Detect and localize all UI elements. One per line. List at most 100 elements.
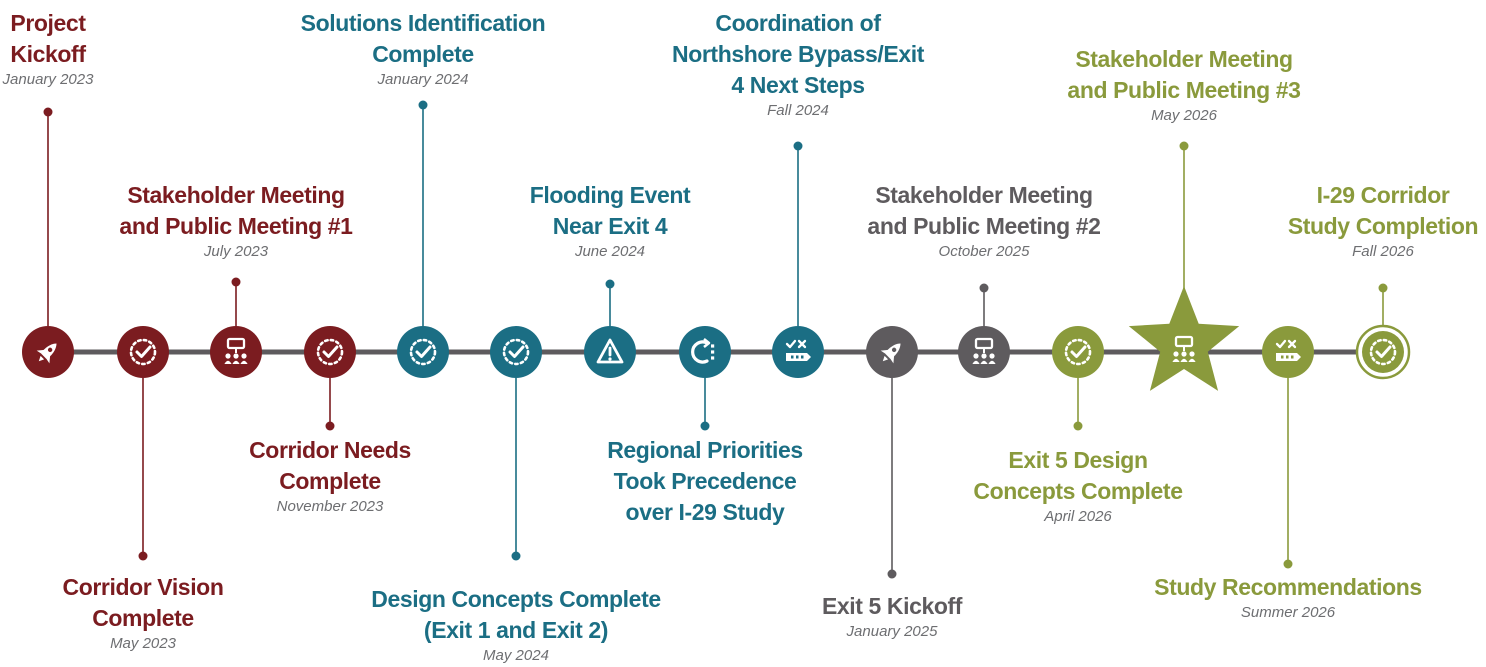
milestone-title-line: Took Precedence bbox=[613, 468, 797, 494]
milestone-date: May 2026 bbox=[1151, 107, 1217, 124]
milestone-node-study-recommendations bbox=[1262, 326, 1314, 378]
tasks-icon bbox=[1275, 339, 1301, 361]
rocket-icon bbox=[36, 343, 57, 364]
redirect-icon bbox=[691, 338, 715, 364]
milestone-title-line: Kickoff bbox=[10, 41, 86, 67]
milestone-date: May 2024 bbox=[483, 647, 549, 664]
check-circle-icon bbox=[409, 338, 437, 366]
check-circle-icon bbox=[316, 338, 344, 366]
milestone-node-project-kickoff bbox=[22, 326, 74, 378]
milestone-date: Fall 2024 bbox=[767, 102, 829, 119]
connector-dot bbox=[979, 283, 989, 293]
connector-dot bbox=[231, 277, 241, 287]
node-circle bbox=[117, 326, 169, 378]
milestone-title-line: over I-29 Study bbox=[625, 499, 785, 525]
milestone-date: May 2023 bbox=[110, 635, 176, 652]
milestone-title-line: Complete bbox=[279, 468, 381, 494]
milestone-node-design-concepts bbox=[490, 326, 542, 378]
milestone-title-line: Concepts Complete bbox=[973, 478, 1183, 504]
tasks-icon bbox=[785, 339, 811, 361]
warning-icon bbox=[596, 338, 624, 364]
milestone-title-line: and Public Meeting #1 bbox=[119, 213, 353, 239]
node-circle bbox=[1052, 326, 1104, 378]
connector-dot bbox=[793, 141, 803, 151]
connector-dot bbox=[418, 100, 428, 110]
milestone-title-line: Complete bbox=[92, 605, 194, 631]
milestone-title-line: Study Recommendations bbox=[1154, 574, 1422, 600]
milestone-label-public-meeting-2: Stakeholder Meeting and Public Meeting #2… bbox=[867, 180, 1101, 262]
milestone-title-line: Near Exit 4 bbox=[552, 213, 668, 239]
milestone-node-flooding-event bbox=[584, 326, 636, 378]
milestone-title-line: Stakeholder Meeting bbox=[1075, 46, 1293, 72]
meeting-icon bbox=[1172, 335, 1196, 362]
milestone-date: January 2025 bbox=[846, 623, 938, 640]
milestone-title-line: Exit 5 Design bbox=[1008, 447, 1148, 473]
milestone-date: November 2023 bbox=[276, 498, 384, 515]
node-circle bbox=[1262, 326, 1314, 378]
milestone-node-public-meeting-3 bbox=[1128, 286, 1240, 391]
milestone-title: Study Recommendations bbox=[1154, 572, 1422, 603]
connector-dot bbox=[1073, 421, 1083, 431]
milestone-title-line: Solutions Identification bbox=[300, 10, 546, 36]
node-circle bbox=[490, 326, 542, 378]
milestone-node-regional-priorities bbox=[679, 326, 731, 378]
connector-dot bbox=[700, 421, 710, 431]
connector-dot bbox=[325, 421, 335, 431]
connector-dot bbox=[887, 569, 897, 579]
connector-dot bbox=[511, 551, 521, 561]
connector-dot bbox=[43, 107, 53, 117]
milestone-node-corridor-vision bbox=[117, 326, 169, 378]
milestone-title-line: Stakeholder Meeting bbox=[127, 182, 345, 208]
milestone-title-line: Project bbox=[10, 10, 86, 36]
check-circle-icon bbox=[502, 338, 530, 366]
connector-dot bbox=[1179, 141, 1189, 151]
milestone-title-line: Stakeholder Meeting bbox=[875, 182, 1093, 208]
connector-dot bbox=[605, 279, 615, 289]
milestone-date: July 2023 bbox=[203, 243, 269, 260]
milestone-date: January 2023 bbox=[2, 71, 94, 88]
connector-dot bbox=[1283, 559, 1293, 569]
milestone-title-line: and Public Meeting #3 bbox=[1067, 77, 1301, 103]
milestone-node-exit-5-kickoff bbox=[866, 326, 918, 378]
milestone-title-line: Northshore Bypass/Exit bbox=[672, 41, 924, 67]
meeting-icon bbox=[224, 337, 248, 364]
milestone-node-study-completion bbox=[1355, 324, 1411, 380]
milestone-title-line: Design Concepts Complete bbox=[371, 586, 661, 612]
node-circle bbox=[772, 326, 824, 378]
milestone-title: Stakeholder Meeting and Public Meeting #2 bbox=[867, 180, 1101, 242]
node-circle bbox=[397, 326, 449, 378]
milestone-title-line: Coordination of bbox=[715, 10, 881, 36]
milestone-title-line: Exit 5 Kickoff bbox=[821, 593, 963, 619]
milestone-title-line: Regional Priorities bbox=[607, 437, 803, 463]
milestone-label-design-concepts: Design Concepts Complete(Exit 1 and Exit… bbox=[371, 584, 661, 666]
milestone-date: April 2026 bbox=[1044, 508, 1112, 525]
milestone-title-line: Study Completion bbox=[1287, 213, 1479, 239]
milestone-title-line: and Public Meeting #2 bbox=[867, 213, 1101, 239]
meeting-icon bbox=[972, 337, 996, 364]
milestone-node-corridor-needs bbox=[304, 326, 356, 378]
milestone-date: October 2025 bbox=[938, 243, 1030, 260]
milestone-date: June 2024 bbox=[574, 243, 646, 260]
milestone-date: January 2024 bbox=[377, 71, 469, 88]
connector-dot bbox=[1378, 283, 1388, 293]
